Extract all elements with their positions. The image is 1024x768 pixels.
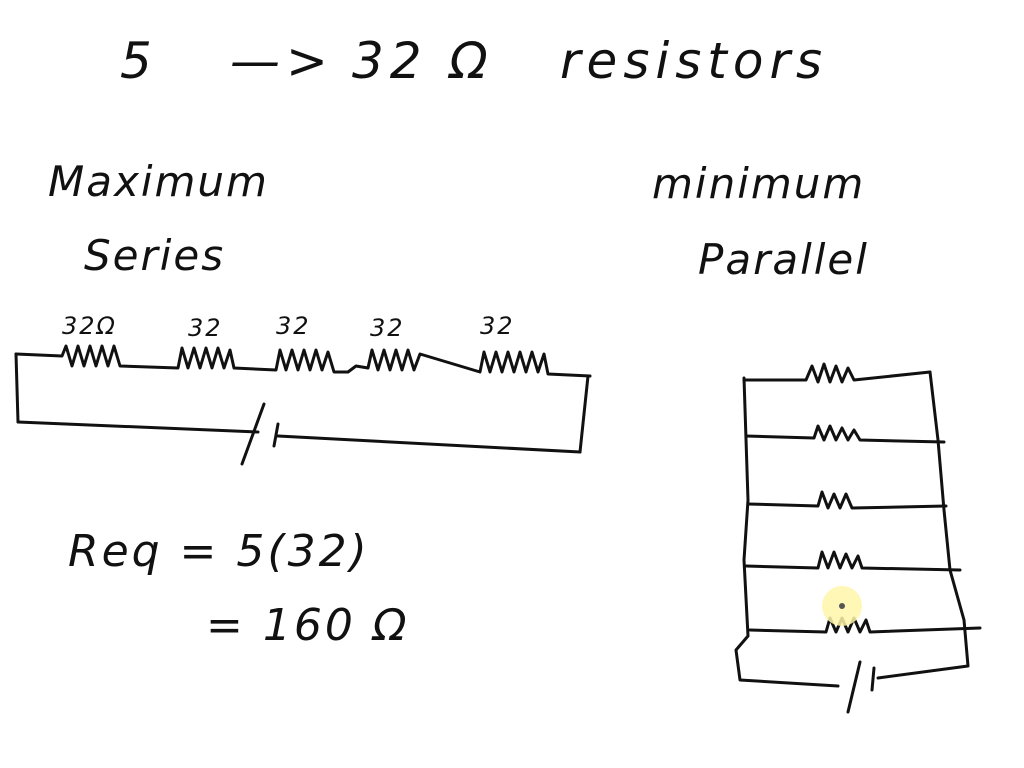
series-left-wire xyxy=(14,352,20,424)
title-word: resistors xyxy=(560,32,828,90)
series-resistor-label-4: 32 xyxy=(370,314,405,342)
parallel-heading-parallel: Parallel xyxy=(698,235,869,284)
parallel-battery-long-plate xyxy=(846,660,862,714)
title-value: 32 Ω xyxy=(352,32,494,90)
parallel-branch-2 xyxy=(744,424,946,444)
series-resistor-label-3: 32 xyxy=(276,312,311,340)
equation-line-1: Req = 5(32) xyxy=(68,526,370,577)
series-heading-series: Series xyxy=(84,231,225,280)
equation-line-2: = 160 Ω xyxy=(206,600,409,651)
parallel-branch-5 xyxy=(748,616,982,634)
parallel-branch-1 xyxy=(742,362,932,384)
series-bottom-wire-right xyxy=(276,434,582,454)
series-heading-maximum: Maximum xyxy=(48,157,269,206)
series-resistor-label-2: 32 xyxy=(188,314,223,342)
series-battery-short-plate xyxy=(272,422,280,448)
series-battery-long-plate xyxy=(240,402,266,466)
series-resistor-label-1: 32Ω xyxy=(62,312,117,340)
parallel-branch-3 xyxy=(746,490,948,510)
parallel-heading-minimum: minimum xyxy=(652,159,865,208)
parallel-battery-short-plate xyxy=(870,666,876,692)
series-top-wire xyxy=(14,344,592,378)
pointer-dot xyxy=(839,603,845,609)
series-bottom-wire-left xyxy=(16,420,260,434)
series-right-wire xyxy=(578,374,590,454)
title-count: 5 xyxy=(120,32,158,90)
title-arrow: —> xyxy=(230,32,334,90)
series-circuit xyxy=(14,344,592,466)
parallel-left-rail xyxy=(734,376,840,688)
parallel-circuit xyxy=(734,362,982,714)
series-resistor-label-5: 32 xyxy=(480,312,515,340)
parallel-branch-4 xyxy=(744,550,962,572)
